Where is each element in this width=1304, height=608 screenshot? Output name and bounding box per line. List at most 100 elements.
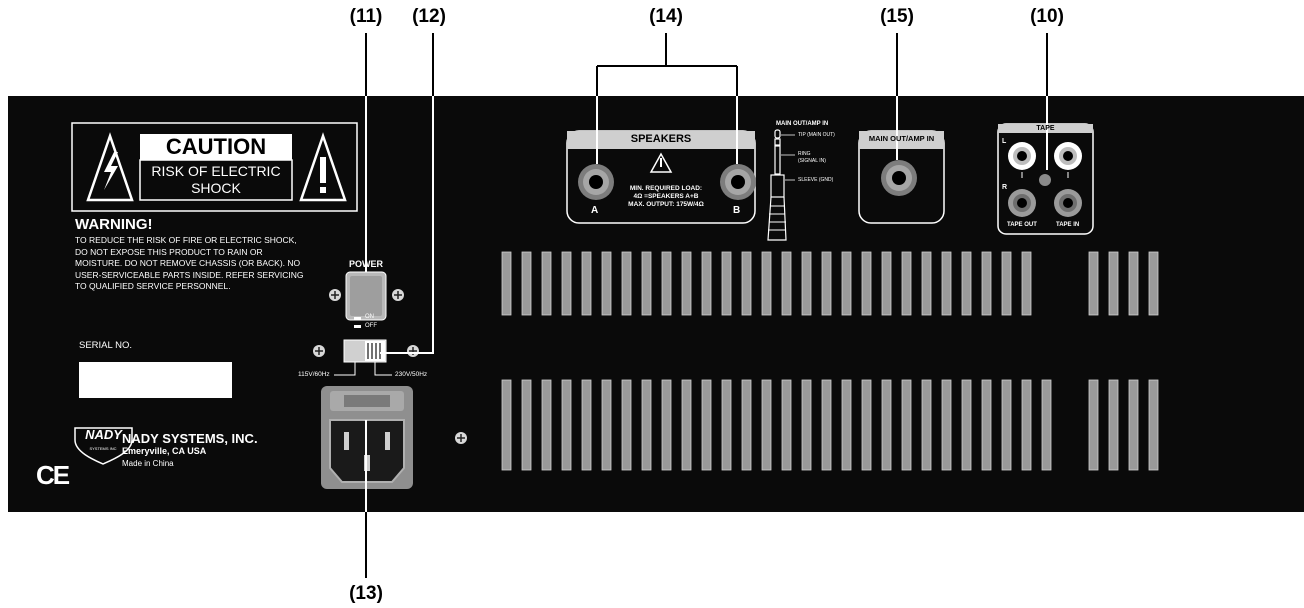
vent-slot: [841, 251, 852, 316]
vent-slot: [801, 251, 812, 316]
vent-slot: [561, 379, 572, 471]
warning-line: TO REDUCE THE RISK OF FIRE OR ELECTRIC S…: [75, 235, 297, 245]
vent-slot: [821, 251, 832, 316]
speaker-jack-b: [720, 164, 756, 200]
tape-in-left-jack: [1054, 142, 1082, 170]
company-origin: Made in China: [122, 459, 174, 468]
power-on-label: ON: [365, 314, 374, 320]
vent-slot: [781, 251, 792, 316]
vent-slot: [841, 379, 852, 471]
vent-slot: [681, 379, 692, 471]
vent-slot: [821, 379, 832, 471]
vent-slot: [541, 379, 552, 471]
warning-text: TO REDUCE THE RISK OF FIRE OR ELECTRIC S…: [75, 235, 303, 293]
callout-11: (11): [349, 6, 383, 27]
ventilation-slots: [501, 251, 1159, 471]
plug-title: MAIN OUT/AMP IN: [776, 121, 829, 127]
exclamation-warning-icon: [299, 132, 347, 202]
warning-line: TO QUALIFIED SERVICE PERSONNEL.: [75, 281, 231, 291]
speaker-a-label: A: [591, 205, 599, 216]
vent-slot: [721, 379, 732, 471]
vent-slot: [1021, 379, 1032, 471]
vent-slot: [1001, 251, 1012, 316]
vent-slot: [641, 379, 652, 471]
plug-tip-label: TIP (MAIN OUT): [798, 132, 835, 138]
warning-line: MOISTURE. DO NOT REMOVE CHASSIS (OR BACK…: [75, 258, 301, 268]
tape-r-label: R: [1002, 184, 1008, 191]
vent-slot: [701, 251, 712, 316]
nady-logo-text: NADY: [85, 427, 122, 442]
plug-sleeve-label: SLEEVE (GND): [798, 177, 834, 183]
main-out-title: MAIN OUT/AMP IN: [868, 134, 935, 143]
callout-13: (13): [349, 583, 383, 604]
vent-slot: [581, 379, 592, 471]
company-name: NADY SYSTEMS, INC.: [122, 431, 258, 446]
vent-slot: [801, 379, 812, 471]
vent-slot: [1148, 251, 1159, 316]
vent-slot: [741, 251, 752, 316]
caution-line-1: RISK OF ELECTRIC: [151, 163, 281, 179]
speaker-b-label: B: [733, 205, 741, 216]
rear-panel: [8, 96, 1304, 512]
vent-slot: [601, 379, 612, 471]
voltage-115-label: 115V/60Hz: [298, 371, 330, 378]
speaker-jack-a: [578, 164, 614, 200]
vent-slot: [1108, 379, 1119, 471]
vent-slot: [1041, 379, 1052, 471]
warning-line: DO NOT EXPOSE THIS PRODUCT TO RAIN OR: [75, 246, 263, 257]
vent-slot: [941, 251, 952, 316]
vent-slot: [681, 251, 692, 316]
vent-slot: [761, 379, 772, 471]
vent-slot: [501, 251, 512, 316]
vent-slot: [921, 251, 932, 316]
vent-slot: [921, 379, 932, 471]
caution-title: CAUTION: [165, 134, 267, 159]
vent-slot: [1088, 251, 1099, 316]
vent-slot: [741, 379, 752, 471]
caution-label-frame: [71, 122, 358, 212]
warning-line: USER-SERVICEABLE PARTS INSIDE. REFER SER…: [75, 269, 304, 280]
vent-slot: [1088, 379, 1099, 471]
callout-14: (14): [649, 6, 683, 27]
vent-slot: [661, 251, 672, 316]
company-city: Emeryville, CA USA: [122, 446, 207, 456]
vent-slot: [761, 251, 772, 316]
tape-out-right-jack: [1008, 189, 1036, 217]
speakers-load-line-1: MIN. REQUIRED LOAD:: [629, 185, 703, 192]
vent-slot: [861, 379, 872, 471]
speakers-title: SPEAKERS: [630, 133, 692, 145]
main-out-jack: [881, 160, 917, 196]
voltage-230-label: 230V/50Hz: [395, 371, 428, 378]
vent-slot: [721, 251, 732, 316]
vent-slot: [1128, 379, 1139, 471]
power-label: POWER: [348, 259, 383, 269]
vent-slot: [641, 251, 652, 316]
vent-slot: [881, 251, 892, 316]
vent-slot: [501, 379, 512, 471]
vent-slot: [1001, 379, 1012, 471]
serial-label: SERIAL NO.: [79, 340, 132, 351]
nady-logo: [74, 427, 133, 465]
vent-slot: [621, 251, 632, 316]
plug-diagram: [767, 129, 795, 241]
callout-15: (15): [880, 6, 914, 27]
vent-slot: [981, 251, 992, 316]
vent-slot: [861, 251, 872, 316]
vent-slot: [981, 379, 992, 471]
tape-in-label: TAPE IN: [1056, 222, 1080, 228]
vent-slot: [601, 251, 612, 316]
plug-ring-label: RING: [798, 151, 811, 157]
speakers-load-line-3: MAX. OUTPUT: 175W/4Ω: [628, 201, 704, 208]
ce-mark: CE: [36, 460, 70, 490]
vent-slot: [701, 379, 712, 471]
caution-line-2: SHOCK: [191, 180, 241, 196]
callout-leader-lines: [365, 33, 1048, 578]
plug-ring-sub-label: (SIGNAL IN): [798, 158, 826, 164]
power-off-label: OFF: [365, 323, 377, 329]
callout-leader-lines-inner: [365, 96, 1048, 512]
vent-slot: [1148, 379, 1159, 471]
warning-heading: WARNING!: [75, 216, 153, 233]
vent-slot: [1128, 251, 1139, 316]
callout-12: (12): [412, 6, 446, 27]
tape-title: TAPE: [1036, 125, 1055, 132]
